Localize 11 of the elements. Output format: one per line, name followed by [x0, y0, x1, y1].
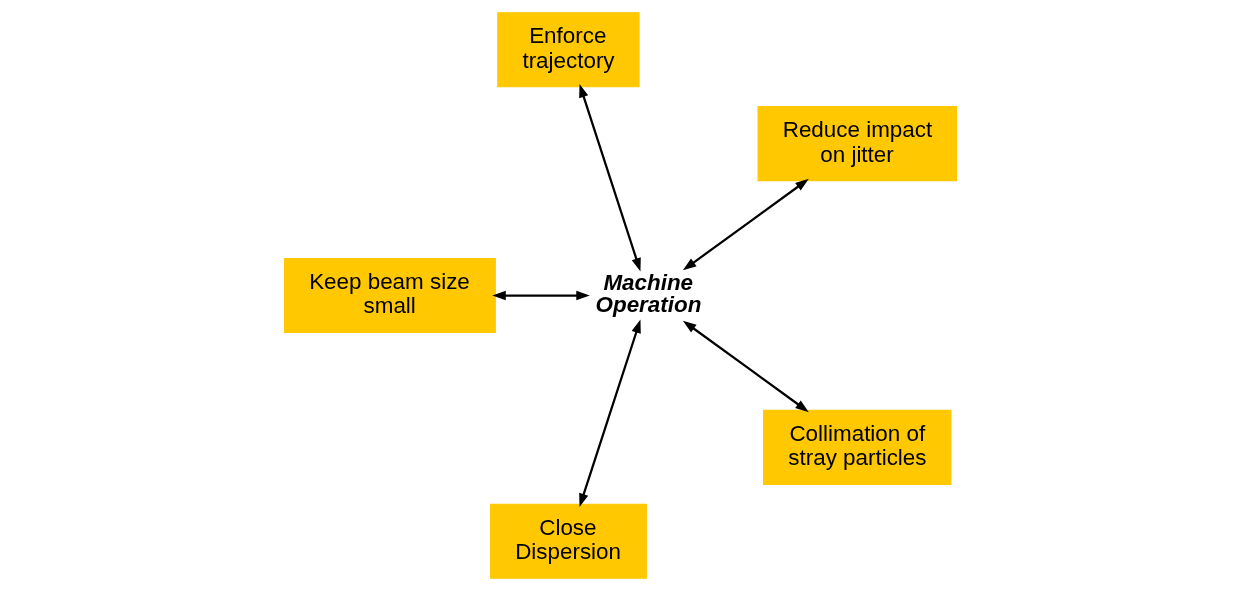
arrow — [579, 83, 641, 272]
node-box: Reduce impact on jitter — [757, 106, 958, 182]
arrow — [579, 319, 641, 508]
arrow — [682, 178, 809, 271]
node-box: Collimation of stray particles — [763, 409, 952, 485]
node-text: Machine Operation — [595, 269, 702, 318]
arrow — [492, 290, 590, 301]
arrow — [682, 320, 809, 413]
node-box: Close Dispersion — [489, 503, 647, 579]
node-box: Keep beam size small — [283, 257, 496, 334]
node-box: Enforce trajectory — [497, 12, 640, 88]
